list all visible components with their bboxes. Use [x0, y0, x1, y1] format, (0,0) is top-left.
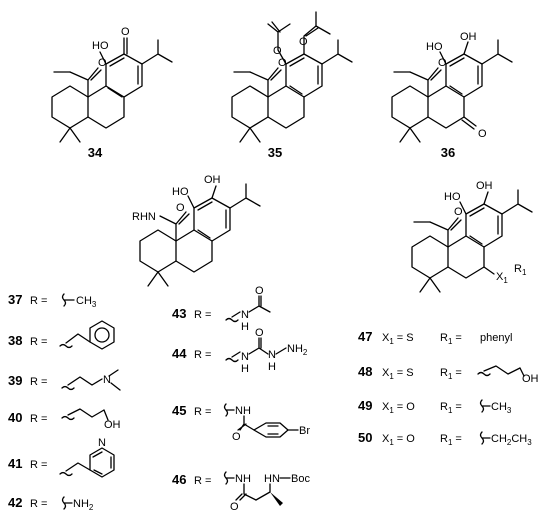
compound-43-n: N	[241, 309, 249, 321]
compound-49-value: CH3	[491, 401, 512, 415]
compound-37-number: 37	[8, 292, 22, 307]
compound-47-number: 47	[358, 329, 372, 344]
compound-34: HO O O 34	[51, 26, 173, 160]
compound-40-group: OH	[104, 419, 121, 431]
c34-ketone-o-label: O	[121, 26, 130, 38]
c36-oh2-label: OH	[460, 31, 477, 43]
compound-45-eq: R =	[194, 406, 211, 418]
c35-number: 35	[268, 145, 282, 160]
compound-50-x: X1= O	[382, 433, 415, 447]
compound-38-eq: R =	[30, 336, 47, 348]
scaffold-c7: HO OH O X1 R1	[411, 180, 533, 293]
compound-37-group: CH3	[76, 295, 97, 309]
compound-40-number: 40	[8, 410, 22, 425]
compound-39-group: N	[103, 374, 111, 386]
scaffold-amide-o: O	[176, 202, 185, 214]
compound-46-eq: R =	[194, 475, 211, 487]
c36-ketone-o-label: O	[478, 128, 487, 140]
compound-44-n1: N	[241, 351, 249, 363]
compound-39-eq: R =	[30, 376, 47, 388]
c35-o1-label: O	[273, 45, 282, 57]
compound-47-x: X1= S	[382, 332, 414, 346]
compound-40-eq: R =	[30, 413, 47, 425]
compound-46-hn: HN	[264, 473, 280, 485]
compound-45-br: Br	[299, 425, 310, 437]
compound-46-number: 46	[172, 472, 186, 487]
compound-38-number: 38	[8, 333, 22, 348]
compound-42-eq: R =	[30, 498, 47, 510]
compound-42-group: NH2	[73, 498, 94, 512]
compound-44-nh2: NH2	[287, 343, 308, 357]
compound-45-number: 45	[172, 403, 186, 418]
compound-49-x: X1= O	[382, 401, 415, 415]
compound-37-eq: R =	[30, 295, 47, 307]
compound-41-eq: R =	[30, 459, 47, 471]
c34-oh-label: HO	[92, 40, 109, 52]
scaffold-amide-oh2: OH	[204, 174, 221, 186]
compound-43-h: H	[241, 321, 249, 333]
c36-ester-o-label: O	[438, 57, 447, 69]
compound-48-x: X1= S	[382, 367, 414, 381]
compound-49-number: 49	[358, 398, 372, 413]
compound-50-r: R1=	[440, 433, 462, 447]
compound-47-r: R1=	[440, 332, 462, 346]
compound-43-number: 43	[172, 306, 186, 321]
compound-50-value: CH2CH3	[491, 433, 532, 447]
compound-44-eq: R =	[194, 349, 211, 361]
compound-44-n2: N	[268, 349, 276, 361]
compound-48-number: 48	[358, 364, 372, 379]
r-series-column-1: 37 R = CH3 38 R = 39 R = N 40 R = OH 41 …	[8, 292, 121, 512]
c36-number: 36	[441, 145, 455, 160]
c35-o2-label: O	[299, 36, 308, 48]
compound-46-boc: Boc	[291, 473, 310, 485]
scaffold-amide-oh1: HO	[172, 186, 189, 198]
scaffold-c7-x1: X1	[496, 271, 508, 285]
compound-44-number: 44	[172, 346, 187, 361]
r-series-column-2: 43 R = N H O 44 R = N H O N H NH2 45 R =…	[172, 285, 310, 513]
compound-41-group: N	[98, 437, 106, 449]
compound-45-nh: NH	[235, 405, 251, 417]
scaffold-c7-oh2: OH	[476, 180, 493, 192]
compound-39-number: 39	[8, 373, 22, 388]
c36-oh1-label: HO	[426, 41, 443, 53]
compound-44-h2: H	[268, 361, 276, 373]
compound-43-eq: R =	[194, 309, 211, 321]
scaffold-amide: HO OH O RHN	[132, 174, 261, 287]
scaffold-c7-r1: R1	[514, 263, 527, 277]
compound-46-o: O	[230, 501, 239, 513]
compound-36: HO OH O O 36	[391, 31, 513, 160]
c34-ester-o-label: O	[98, 57, 107, 69]
scaffold-c7-oh1: HO	[444, 191, 461, 203]
scaffold-amide-rhn: RHN	[132, 211, 156, 223]
compound-42-number: 42	[8, 495, 22, 510]
c35-ester-o-label: O	[278, 57, 287, 69]
compound-49-r: R1=	[440, 401, 462, 415]
compound-44-o: O	[255, 327, 264, 339]
x-series: 47 X1= S R1= phenyl 48 X1= S R1= OH 49 X…	[358, 329, 539, 447]
compound-35: O O O 35	[231, 11, 353, 160]
compound-43-o: O	[255, 285, 264, 297]
scaffold-c7-o: O	[454, 206, 463, 218]
compound-45-o: O	[232, 431, 241, 443]
compound-47-value: phenyl	[480, 332, 512, 344]
c34-number: 34	[88, 145, 103, 160]
compound-48-r: R1=	[440, 367, 462, 381]
compound-41-number: 41	[8, 456, 22, 471]
compound-50-number: 50	[358, 430, 372, 445]
compound-44-h1: H	[241, 363, 249, 375]
compound-46-nh: NH	[235, 473, 251, 485]
compound-48-value: OH	[522, 373, 539, 385]
